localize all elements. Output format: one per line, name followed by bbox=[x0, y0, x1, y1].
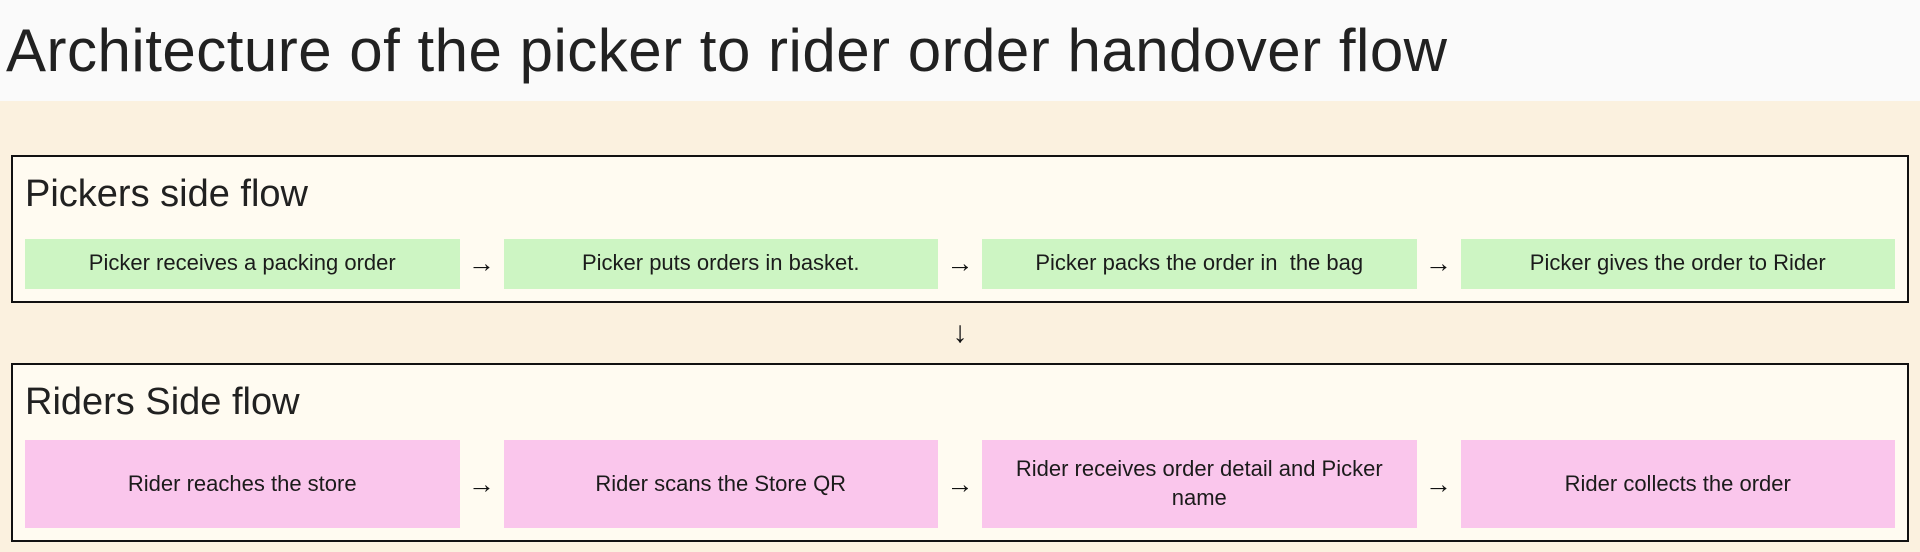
right-arrow-icon: → bbox=[946, 248, 974, 278]
flow-step: Rider collects the order bbox=[1460, 440, 1895, 528]
right-arrow-icon: → bbox=[468, 468, 495, 499]
rider-section-heading: Riders Side flow bbox=[25, 380, 300, 423]
rider-flow-row: Rider reaches the store → Rider scans th… bbox=[25, 440, 1895, 528]
flow-step: Picker packs the order in the bag bbox=[982, 238, 1417, 289]
right-arrow-icon: → bbox=[946, 468, 974, 499]
title-band: Architecture of the picker to rider orde… bbox=[0, 0, 1920, 101]
rider-section: Riders Side flow Rider reaches the store… bbox=[11, 362, 1909, 542]
right-arrow-icon: → bbox=[1425, 248, 1452, 278]
picker-section-heading: Pickers side flow bbox=[25, 173, 308, 215]
page-title: Architecture of the picker to rider orde… bbox=[6, 17, 1448, 84]
flow-step: Picker gives the order to Rider bbox=[1460, 238, 1895, 289]
section-connector: ↓ bbox=[0, 303, 1920, 363]
flow-step: Rider reaches the store bbox=[25, 440, 460, 528]
right-arrow-icon: → bbox=[1425, 468, 1452, 499]
down-arrow-icon: ↓ bbox=[952, 315, 968, 349]
picker-flow-row: Picker receives a packing order → Picker… bbox=[25, 238, 1895, 289]
right-arrow-icon: → bbox=[468, 248, 495, 278]
flow-step: Picker puts orders in basket. bbox=[503, 238, 938, 289]
picker-section: Pickers side flow Picker receives a pack… bbox=[11, 155, 1909, 303]
flow-step: Rider scans the Store QR bbox=[503, 440, 938, 528]
flow-step: Picker receives a packing order bbox=[25, 238, 460, 289]
flow-step: Rider receives order detail and Picker n… bbox=[982, 440, 1417, 528]
